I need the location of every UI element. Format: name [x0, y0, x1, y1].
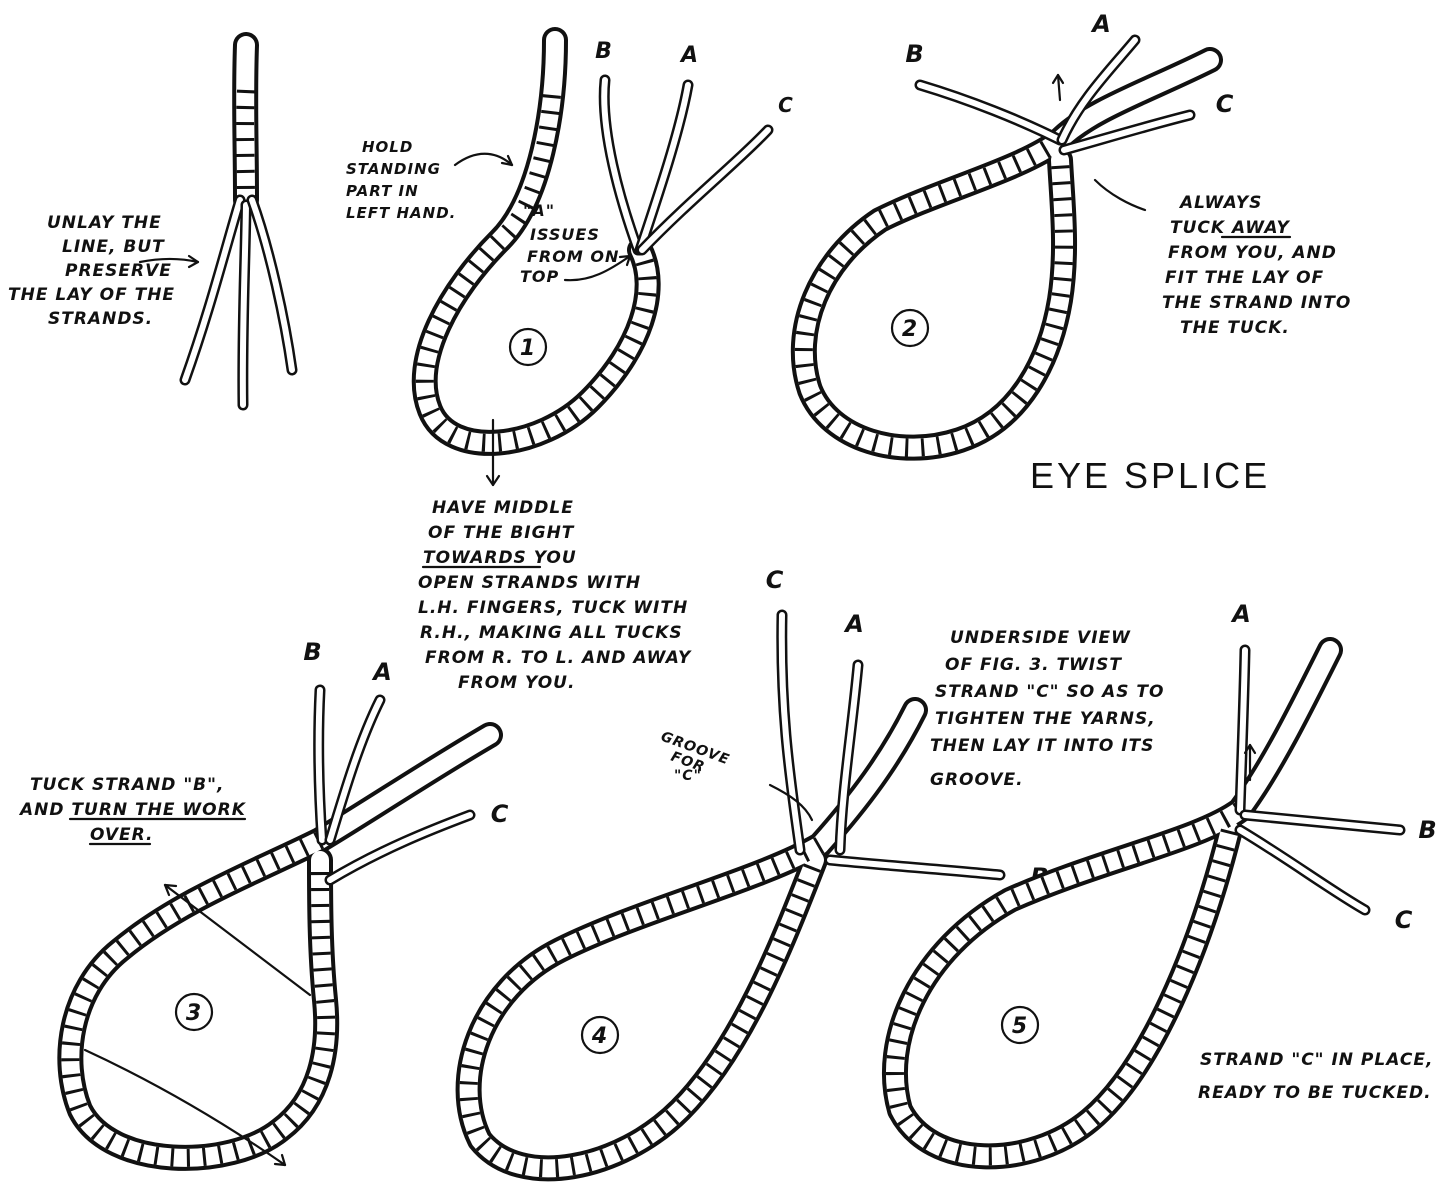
note-middle-line: FROM R. TO L. AND AWAY — [425, 648, 692, 668]
note-unlay-line: UNLAY THE — [47, 213, 162, 233]
figure-2-number: 2 — [902, 317, 918, 342]
fig2-label-c: C — [1216, 90, 1235, 118]
unlayed-line-figure — [140, 45, 292, 405]
fig4-label-c: C — [766, 566, 785, 594]
note-issues: "A" ISSUES FROM ON TOP — [520, 201, 619, 286]
note-underside-line: THEN LAY IT INTO ITS — [930, 736, 1154, 756]
note-always-line: ALWAYS — [1178, 193, 1262, 213]
note-unlay-line: STRANDS. — [48, 309, 153, 329]
note-issues-line: "A" — [523, 201, 555, 220]
note-underside-line: UNDERSIDE VIEW — [950, 628, 1131, 648]
note-always: ALWAYS TUCK AWAY FROM YOU, AND FIT THE L… — [1162, 193, 1351, 338]
note-unlay-line: LINE, BUT — [62, 237, 165, 257]
note-in-place: STRAND "C" IN PLACE, READY TO BE TUCKED. — [1198, 1050, 1433, 1103]
fig1-label-b: B — [595, 39, 613, 64]
note-unlay-line: PRESERVE — [65, 261, 172, 281]
note-always-line: FROM YOU, AND — [1168, 243, 1337, 263]
fig5-label-b: B — [1418, 816, 1437, 844]
fig2-label-a: A — [1090, 10, 1112, 38]
note-always-line: THE STRAND INTO — [1162, 293, 1351, 313]
note-in-place-line: READY TO BE TUCKED. — [1198, 1083, 1432, 1103]
note-middle-line: R.H., MAKING ALL TUCKS — [420, 623, 683, 643]
note-always-line: THE TUCK. — [1180, 318, 1290, 338]
note-middle-line: FROM YOU. — [458, 673, 575, 693]
note-hold-line: STANDING — [346, 160, 441, 178]
note-hold-line: PART IN — [346, 182, 419, 200]
figure-3: 3 B A C — [70, 638, 509, 1165]
fig1-label-c: C — [778, 93, 794, 117]
note-underside-line: OF FIG. 3. TWIST — [945, 655, 1122, 675]
note-middle-line: L.H. FINGERS, TUCK WITH — [418, 598, 688, 618]
note-underside-line: TIGHTEN THE YARNS, — [935, 709, 1156, 729]
fig5-label-c: C — [1395, 906, 1414, 934]
note-middle: HAVE MIDDLE OF THE BIGHT TOWARDS YOU OPE… — [418, 498, 692, 693]
note-groove: GROOVE FOR "C" — [659, 729, 732, 784]
note-middle-line: HAVE MIDDLE — [432, 498, 574, 518]
figure-1-number: 1 — [520, 336, 536, 361]
note-unlay-line: THE LAY OF THE — [8, 285, 175, 305]
note-unlay: UNLAY THE LINE, BUT PRESERVE THE LAY OF … — [8, 213, 175, 329]
fig1-label-a: A — [679, 43, 699, 68]
note-middle-line: TOWARDS YOU — [423, 548, 577, 568]
page-title: EYE SPLICE — [1030, 455, 1270, 496]
figure-4-number: 4 — [591, 1024, 608, 1049]
note-hold-line: LEFT HAND. — [346, 204, 456, 222]
note-underside-line: GROOVE. — [930, 770, 1024, 790]
note-tuck-b-line: AND TURN THE WORK — [18, 800, 247, 820]
note-issues-line: FROM ON — [527, 247, 619, 266]
note-issues-line: TOP — [520, 267, 559, 286]
note-tuck-b-line: OVER. — [90, 825, 153, 845]
fig3-label-b: B — [303, 638, 322, 666]
note-middle-line: OF THE BIGHT — [428, 523, 575, 543]
note-in-place-line: STRAND "C" IN PLACE, — [1200, 1050, 1433, 1070]
fig5-label-a: A — [1230, 600, 1252, 628]
fig2-label-b: B — [905, 40, 924, 68]
note-hold-line: HOLD — [362, 138, 413, 156]
figure-3-number: 3 — [186, 1001, 202, 1026]
note-middle-line: OPEN STRANDS WITH — [418, 573, 641, 593]
fig4-label-a: A — [843, 610, 865, 638]
note-tuck-b-line: TUCK STRAND "B", — [30, 775, 224, 795]
note-tuck-b: TUCK STRAND "B", AND TURN THE WORK OVER. — [18, 775, 247, 845]
note-issues-line: ISSUES — [530, 225, 600, 244]
fig3-label-c: C — [491, 800, 510, 828]
figure-5-number: 5 — [1012, 1014, 1028, 1039]
note-groove-line: "C" — [674, 768, 702, 784]
note-hold: HOLD STANDING PART IN LEFT HAND. — [346, 138, 456, 222]
note-always-line: TUCK AWAY — [1170, 218, 1291, 238]
note-always-line: FIT THE LAY OF — [1165, 268, 1324, 288]
note-underside: UNDERSIDE VIEW OF FIG. 3. TWIST STRAND "… — [930, 628, 1164, 790]
note-underside-line: STRAND "C" SO AS TO — [935, 682, 1164, 702]
fig3-label-a: A — [371, 658, 393, 686]
